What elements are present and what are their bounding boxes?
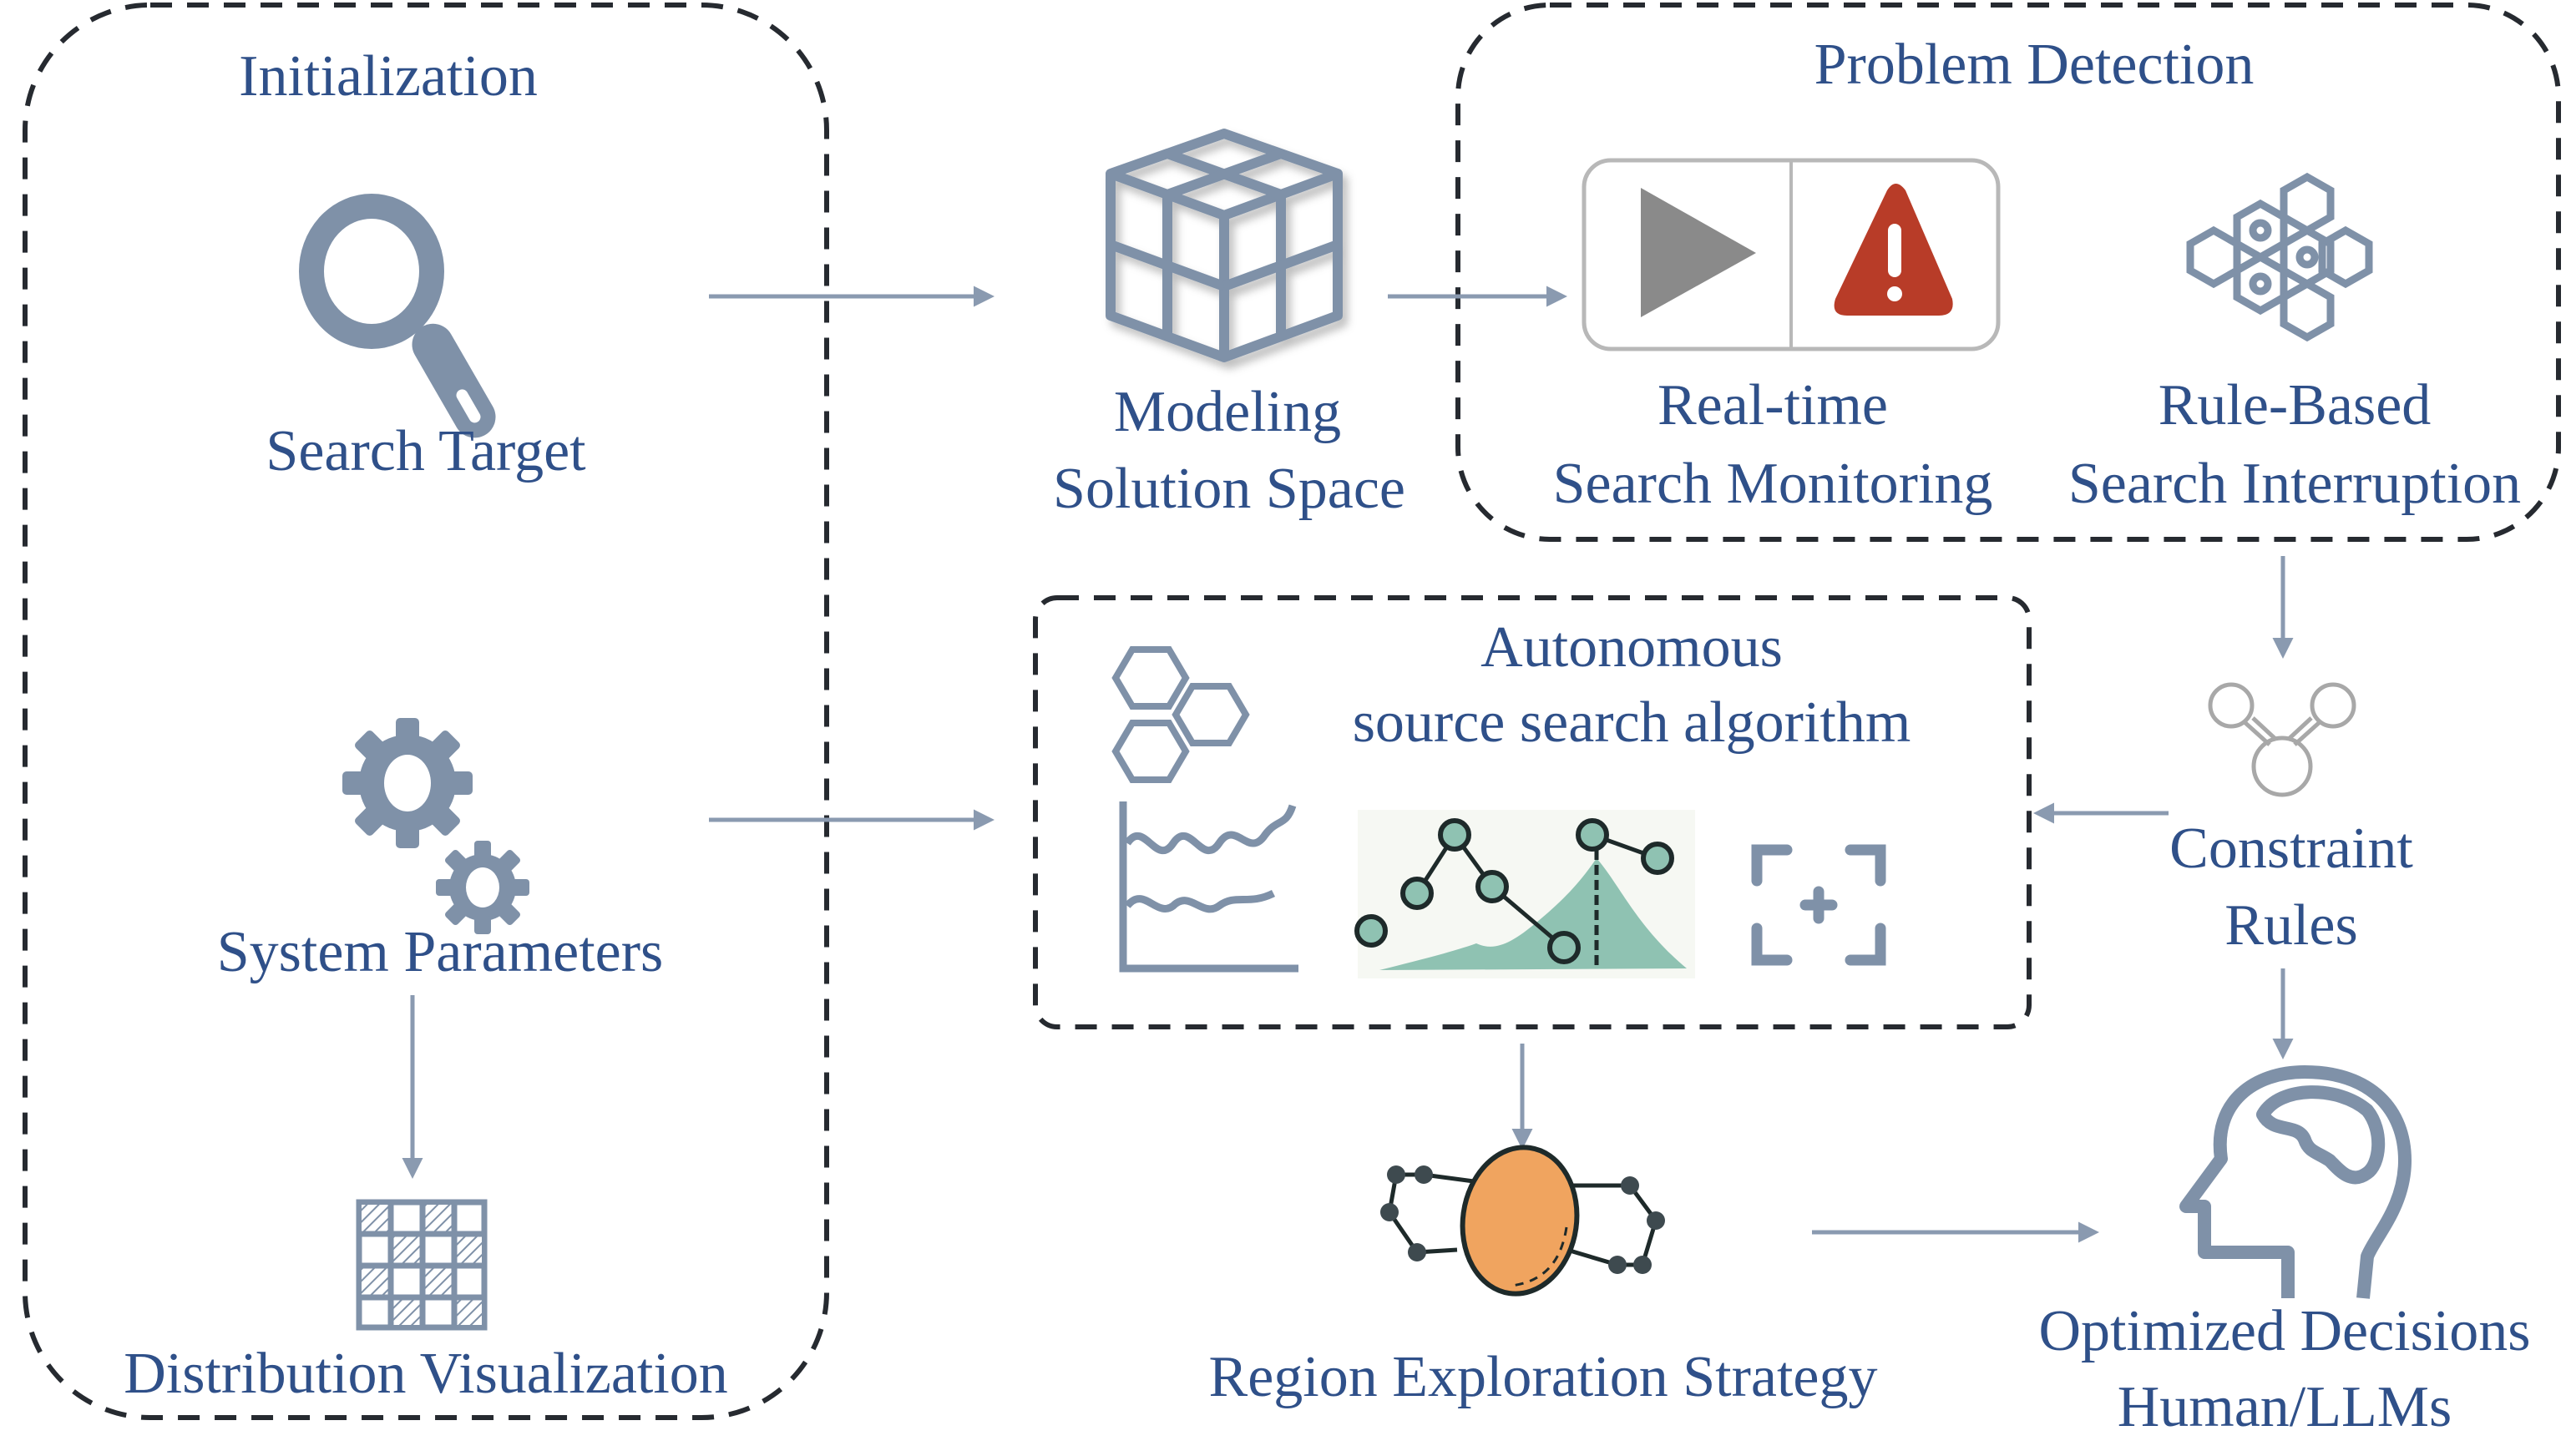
optimized-decisions-label-line1: Optimized Decisions (2038, 1299, 2531, 1363)
molecule-icon (2208, 682, 2356, 797)
cube-grid-icon (1106, 129, 1343, 362)
play-warning-panel-icon (1582, 158, 2001, 351)
initialization-title: Initialization (239, 44, 538, 109)
realtime-monitoring-label-line2: Search Monitoring (1552, 452, 1993, 516)
constraint-rules-label-line2: Rules (2224, 893, 2358, 958)
gears-icon (342, 718, 529, 934)
focus-add-icon (1751, 844, 1886, 966)
region-exploration-label: Region Exploration Strategy (1208, 1345, 1878, 1409)
graph-density-icon (1354, 810, 1695, 978)
rule-interruption-label-line2: Search Interruption (2067, 452, 2522, 516)
orbit-network-icon (1380, 1145, 1665, 1297)
distribution-visualization-label: Distribution Visualization (124, 1342, 728, 1406)
hexagons-icon (1111, 646, 1250, 783)
optimized-decisions-label-line2: Human/LLMs (2117, 1375, 2452, 1439)
search-target-label: Search Target (266, 419, 586, 483)
brain-head-icon (2179, 1065, 2412, 1299)
initialization-group-frame (23, 3, 829, 1420)
hatched-grid-icon (356, 1199, 488, 1331)
constraint-rules-label-line1: Constraint (2169, 816, 2413, 881)
magnifier-icon (299, 194, 496, 438)
problem-detection-group-frame (1455, 3, 2561, 542)
rule-interruption-label-line1: Rule-Based (2158, 373, 2432, 437)
modeling-label-line1: Modeling (1113, 380, 1342, 444)
autonomous-title-line2: source search algorithm (1352, 690, 1911, 755)
hexagon-cluster-icon (2186, 172, 2373, 342)
autonomous-algorithm-group-frame (1033, 595, 2032, 1029)
play-icon (1641, 188, 1756, 317)
system-parameters-label: System Parameters (216, 920, 664, 984)
autonomous-title-line1: Autonomous (1480, 615, 1783, 680)
modeling-label-line2: Solution Space (1053, 457, 1405, 521)
realtime-monitoring-label-line1: Real-time (1657, 373, 1889, 437)
problem-detection-title: Problem Detection (1814, 33, 2255, 97)
line-chart-icon (1119, 801, 1298, 973)
